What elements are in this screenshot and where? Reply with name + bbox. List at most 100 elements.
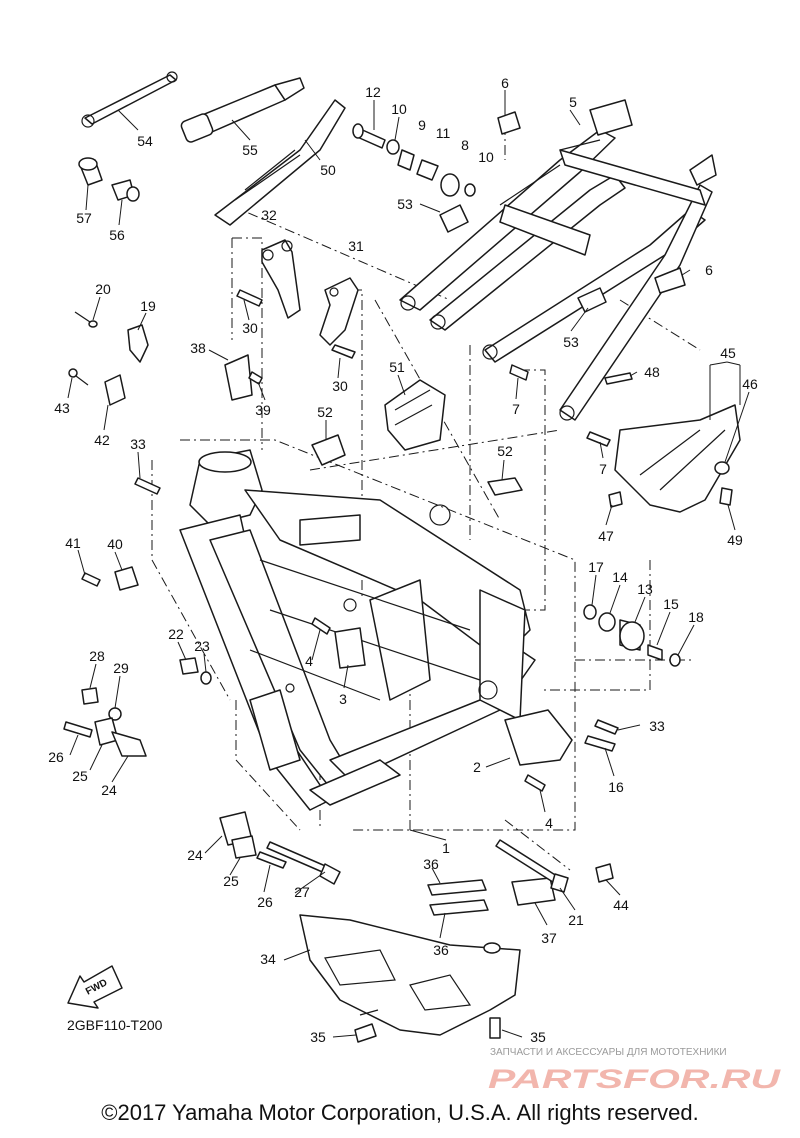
bracket-part-2 [504, 709, 573, 766]
screw-part-43 [68, 368, 89, 386]
bolt-part-33b [594, 719, 619, 735]
callout-number: 21 [568, 912, 584, 928]
callout-number: 26 [48, 749, 64, 765]
callout-number: 29 [113, 660, 129, 676]
callout-number: 11 [436, 125, 451, 141]
nut-part-47 [608, 491, 623, 508]
bolt-part-35a [354, 1023, 377, 1043]
clip-part-20 [74, 311, 98, 328]
callout-number: 50 [320, 162, 336, 178]
watermark-subtitle: ЗАПЧАСТИ И АКСЕССУАРЫ ДЛЯ МОТОТЕХНИКИ [490, 1047, 727, 1058]
callout-number: 27 [294, 884, 310, 900]
callout-number: 40 [107, 536, 123, 552]
bracket-part-3 [334, 627, 366, 669]
copyright-notice: ©2017 Yamaha Motor Corporation, U.S.A. A… [101, 1100, 699, 1125]
callout-number: 3 [339, 691, 347, 707]
callout-number: 7 [512, 401, 520, 417]
callout-number: 52 [317, 404, 333, 420]
bolt-part-4b [524, 774, 546, 792]
screw-part-41 [81, 572, 101, 587]
callout-number: 34 [260, 951, 276, 967]
callout-number: 5 [569, 94, 577, 110]
bracket-part-25b [231, 835, 257, 859]
callout-number: 36 [423, 856, 439, 872]
callout-number: 7 [599, 461, 607, 477]
subframe-part-5 [399, 99, 717, 421]
damper-part-52b [487, 477, 523, 496]
bolt-stack-parts-8-12 [352, 123, 476, 197]
sticker-part-6b [654, 267, 686, 294]
bolt-part-21 [495, 839, 569, 893]
callout-number: 9 [418, 117, 426, 133]
callout-number: 30 [242, 320, 258, 336]
bolt-part-30a [236, 289, 263, 307]
callout-number: 16 [608, 779, 624, 795]
bolt-part-27 [266, 841, 341, 885]
damper-part-37 [511, 877, 556, 906]
callout-number: 37 [541, 930, 557, 946]
callout-number: 2 [473, 759, 481, 775]
callout-number: 25 [72, 768, 88, 784]
callout-number: 54 [137, 133, 153, 149]
callout-number: 24 [101, 782, 117, 798]
sticker-part-6a [497, 111, 521, 135]
drawing-code: 2GBF110-T200 [67, 1017, 163, 1033]
grommet-part-46 [714, 461, 730, 475]
callout-number: 18 [688, 609, 704, 625]
damper-part-36b [429, 899, 489, 916]
callout-number: 23 [194, 638, 210, 654]
callout-number: 41 [65, 535, 81, 551]
callout-number: 52 [497, 443, 513, 459]
callout-number: 17 [588, 559, 604, 575]
bracket-part-32 [261, 239, 301, 319]
bolt-part-57 [78, 157, 103, 186]
bolt-part-48 [604, 372, 633, 385]
callout-number: 24 [187, 847, 203, 863]
callout-number: 15 [663, 596, 679, 612]
callout-number: 20 [95, 281, 111, 297]
nut-part-22 [179, 657, 199, 675]
callout-number: 26 [257, 894, 273, 910]
damper-part-36a [427, 879, 487, 896]
callout-number: 33 [649, 718, 665, 734]
bracket-part-45 [614, 404, 741, 513]
pivot-stack-parts-13-18 [583, 604, 681, 667]
bolt-part-56 [111, 179, 140, 202]
bolt-part-33a [134, 477, 161, 495]
callout-number: 39 [255, 402, 271, 418]
skid-plate-part-34 [299, 914, 521, 1036]
callout-number: 4 [305, 653, 313, 669]
bolt-part-49 [719, 487, 733, 506]
callout-number: 47 [598, 528, 614, 544]
callout-number: 19 [140, 298, 156, 314]
bracket-part-51 [384, 379, 446, 451]
callout-number: 13 [637, 581, 653, 597]
callout-number: 46 [742, 376, 758, 392]
bolt-part-7b [586, 431, 611, 447]
bracket-part-25a [94, 717, 119, 746]
callout-number: 8 [461, 137, 469, 153]
callout-number: 10 [478, 149, 494, 165]
socket-tool-part-55 [180, 77, 305, 143]
fwd-arrow-icon: FWD [67, 965, 123, 1009]
callout-number: 25 [223, 873, 239, 889]
callout-number: 35 [310, 1029, 326, 1045]
bracket-part-31 [319, 277, 359, 346]
callout-number: 44 [613, 897, 629, 913]
callout-number: 6 [705, 262, 713, 278]
callout-number: 14 [612, 569, 628, 585]
bolt-part-16 [584, 735, 616, 752]
bracket-part-38 [224, 354, 253, 401]
damper-part-52a [311, 434, 346, 466]
callout-number: 51 [389, 359, 405, 375]
callout-number: 12 [365, 84, 381, 100]
callout-number: 42 [94, 432, 110, 448]
callout-number: 53 [563, 334, 579, 350]
clamp-part-53a [439, 204, 469, 233]
holder-part-42 [104, 374, 126, 406]
clamp-part-53b [577, 287, 607, 313]
bolt-part-30b [331, 344, 356, 359]
callout-number: 43 [54, 400, 70, 416]
nut-part-28 [81, 687, 99, 705]
